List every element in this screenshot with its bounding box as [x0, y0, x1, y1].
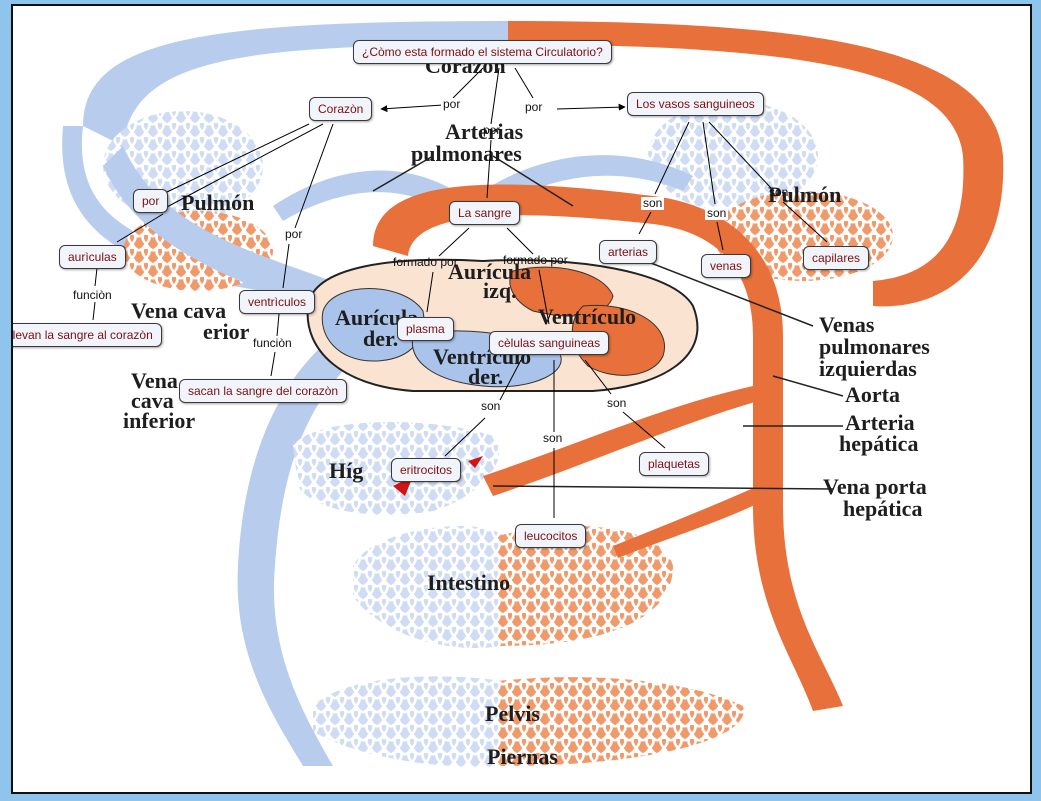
link-por-vasos: por — [523, 100, 545, 114]
plaquetas-node[interactable]: plaquetas — [639, 452, 710, 476]
label-venas-pulmonares-1: Venas — [819, 312, 875, 337]
auriculas-node[interactable]: aurìculas — [59, 245, 126, 269]
celulas-sanguineas-node[interactable]: cèlulas sanguineas — [489, 331, 610, 355]
label-piernas: Piernas — [487, 744, 558, 769]
capilares-node[interactable]: capilares — [803, 246, 870, 270]
label-line-aorta — [772, 375, 844, 397]
link-formado-por-celulas: formado por — [503, 253, 568, 267]
venas-node[interactable]: venas — [701, 254, 752, 278]
label-vena-cava-sup-2: erior — [203, 319, 250, 344]
ventriculos-node[interactable]: ventrìculos — [239, 290, 316, 314]
label-vena-cava-inf-1: Vena — [131, 368, 178, 393]
label-line-arterias — [372, 155, 434, 192]
pelvis-orange — [498, 677, 744, 766]
label-ventriculo-der-2: der. — [468, 364, 503, 389]
link-por-corazon: por — [441, 97, 463, 111]
label-intestino: Intestino — [427, 570, 510, 595]
arterias-node[interactable]: arterias — [599, 240, 658, 264]
corazon-node[interactable]: Corazòn — [309, 97, 373, 121]
label-vena-porta-1: Vena porta — [823, 474, 927, 499]
top-loop-orange — [508, 21, 1004, 307]
circulatory-system-illustration: Corazón Arterias pulmonares Pulmón Pulmó… — [62, 21, 1004, 769]
vena-cava-inferior — [237, 336, 358, 766]
label-arteria-hepatica-2: hepática — [839, 431, 918, 456]
liver-blood-spots — [393, 456, 483, 496]
por-node[interactable]: por — [133, 189, 169, 213]
link-son-capilares: son — [769, 185, 789, 199]
top-loop-blue — [83, 21, 513, 146]
vasos-sanguineos-node[interactable]: Los vasos sanguineos — [627, 92, 764, 116]
pulmonary-artery-right — [483, 155, 693, 211]
leucocitos-node[interactable]: leucocitos — [515, 524, 587, 548]
hepatic-vessels-orange — [483, 386, 758, 496]
label-line-vena-porta — [492, 485, 834, 490]
label-vena-cava-inf-3: inferior — [123, 408, 195, 433]
mesenteric-artery — [613, 486, 763, 558]
link-funcion-ventriculos: funciòn — [251, 336, 294, 350]
pelvis-blue — [313, 676, 503, 767]
root-question-node[interactable]: ¿Còmo esta formado el sistema Circulator… — [353, 40, 612, 64]
link-por-ventriculos: por — [283, 227, 305, 241]
link-funcion-auriculas: funciòn — [71, 288, 114, 302]
label-line-arterias-2 — [492, 155, 574, 207]
label-auricula-izq-2: izq. — [483, 278, 517, 303]
label-pulmon-left: Pulmón — [181, 190, 254, 215]
label-aorta: Aorta — [845, 382, 900, 407]
llevan-sangre-node[interactable]: llevan la sangre al corazòn — [13, 323, 162, 347]
link-formado-por-plasma: formado por — [393, 255, 458, 269]
label-arteria-hepatica-1: Arteria — [845, 410, 915, 435]
link-son-eritrocitos: son — [479, 399, 503, 413]
label-pelvis: Pelvis — [485, 701, 540, 726]
plasma-node[interactable]: plasma — [397, 317, 454, 341]
label-vena-porta-2: hepática — [843, 496, 922, 521]
link-son-leucocitos: son — [541, 431, 565, 445]
label-venas-pulmonares-2: pulmonares — [819, 334, 930, 359]
label-vena-cava-inf-2: cava — [131, 388, 174, 413]
label-vena-cava-sup-1: Vena cava — [131, 298, 226, 323]
link-son-plaquetas: son — [605, 396, 629, 410]
label-ventriculo-izq: Ventrículo — [538, 304, 636, 329]
label-higado: Híg — [329, 458, 363, 483]
aortic-arch — [373, 184, 843, 712]
label-arterias-pulmonares-1: Arterias — [445, 119, 524, 144]
diagram-canvas: Corazón Arterias pulmonares Pulmón Pulmó… — [11, 4, 1032, 794]
label-line-venas-pulm — [632, 255, 814, 327]
link-son-arterias: son — [641, 196, 665, 210]
label-arterias-pulmonares-2: pulmonares — [411, 141, 522, 166]
sacan-sangre-node[interactable]: sacan la sangre del corazòn — [179, 379, 348, 403]
intestine-orange — [498, 526, 673, 646]
la-sangre-node[interactable]: La sangre — [449, 201, 521, 225]
label-venas-pulmonares-3: izquierdas — [819, 356, 917, 381]
link-por-sangre: por — [483, 123, 501, 137]
intestine-blue — [353, 526, 503, 648]
label-auricula-der-2: der. — [363, 326, 398, 351]
eritrocitos-node[interactable]: eritrocitos — [391, 458, 462, 482]
link-son-venas: son — [705, 206, 729, 220]
label-auricula-izq-1: Aurícula — [448, 259, 531, 284]
